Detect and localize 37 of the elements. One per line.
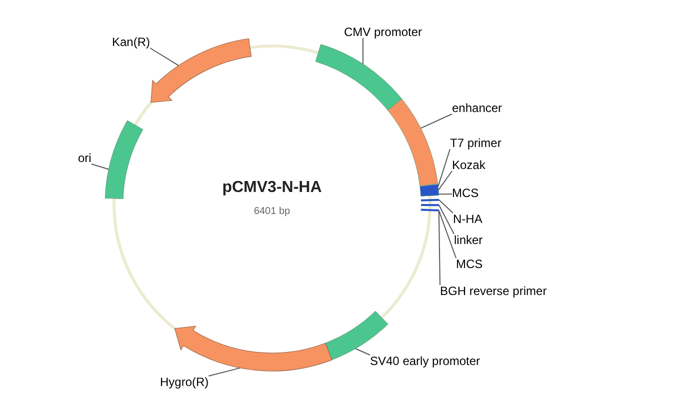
feature-mark — [420, 204, 439, 206]
feature-label: N-HA — [453, 211, 482, 227]
leader-line — [362, 38, 364, 64]
feature-segment — [420, 184, 439, 196]
plasmid-name: pCMV3-N-HA — [221, 178, 323, 198]
feature-segment — [104, 120, 144, 199]
leader-line — [438, 194, 452, 195]
leader-line — [438, 148, 450, 188]
leader-line — [90, 164, 110, 170]
feature-label: SV40 early promoter — [370, 353, 480, 369]
feature-label: Kozak — [452, 157, 486, 173]
feature-label: Kan(R) — [112, 34, 150, 50]
leader-line — [438, 199, 454, 214]
feature-label: enhancer — [452, 100, 502, 116]
feature-label: BGH reverse primer — [440, 283, 547, 299]
feature-mark — [420, 198, 439, 202]
leader-line — [420, 114, 452, 129]
feature-label: T7 primer — [450, 135, 502, 151]
leader-line — [150, 48, 180, 66]
feature-mark — [420, 208, 439, 212]
feature-label: MCS — [452, 185, 479, 201]
plasmid-size: 6401 bp — [252, 205, 292, 219]
leader-line — [438, 204, 454, 234]
feature-segment — [388, 98, 438, 186]
leader-line — [438, 170, 452, 191]
feature-label: ori — [78, 150, 92, 166]
feature-label: MCS — [456, 256, 483, 272]
feature-segment — [315, 44, 402, 110]
feature-label: Hygro(R) — [160, 374, 209, 390]
gene-arrow — [174, 326, 332, 372]
leader-line — [208, 367, 241, 376]
leader-line — [438, 210, 440, 286]
gene-arrow — [150, 38, 252, 103]
feature-label: CMV promoter — [344, 24, 422, 40]
feature-label: linker — [454, 232, 483, 248]
leader-line — [355, 348, 370, 356]
leader-line — [438, 210, 456, 258]
